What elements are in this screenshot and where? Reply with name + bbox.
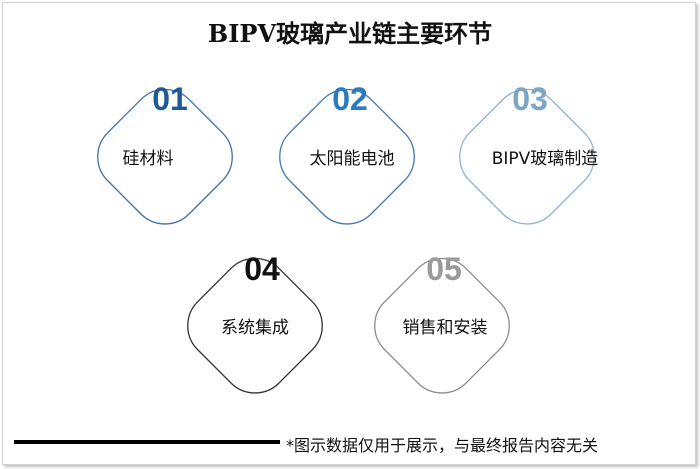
step-5: 05 销售和安装: [374, 251, 510, 394]
step-3-label: BIPV玻璃制造: [492, 149, 599, 169]
step-2: 02 太阳能电池: [279, 81, 415, 225]
step-3: 03 BIPV玻璃制造: [459, 81, 599, 225]
step-3-number: 03: [512, 81, 548, 117]
diagram-title: BIPV玻璃产业链主要环节: [207, 19, 493, 48]
step-1-diamond: [97, 88, 233, 225]
step-1-label: 硅材料: [123, 149, 174, 169]
diagram-frame: [2, 2, 696, 465]
step-4-diamond: [187, 257, 323, 394]
step-2-number: 02: [332, 81, 368, 117]
step-3-diamond: [459, 88, 595, 225]
step-5-diamond: [374, 257, 510, 394]
step-5-number: 05: [426, 251, 462, 287]
step-4: 04 系统集成: [187, 251, 323, 394]
step-2-label: 太阳能电池: [310, 149, 395, 169]
step-4-label: 系统集成: [221, 318, 289, 338]
footer-note: *图示数据仅用于展示，与最终报告内容无关: [286, 436, 599, 455]
step-2-diamond: [279, 88, 415, 225]
footer-rule: [14, 440, 280, 444]
step-1: 01 硅材料: [97, 81, 233, 225]
step-1-number: 01: [152, 81, 188, 117]
step-5-label: 销售和安装: [403, 318, 488, 338]
step-4-number: 04: [244, 251, 280, 287]
